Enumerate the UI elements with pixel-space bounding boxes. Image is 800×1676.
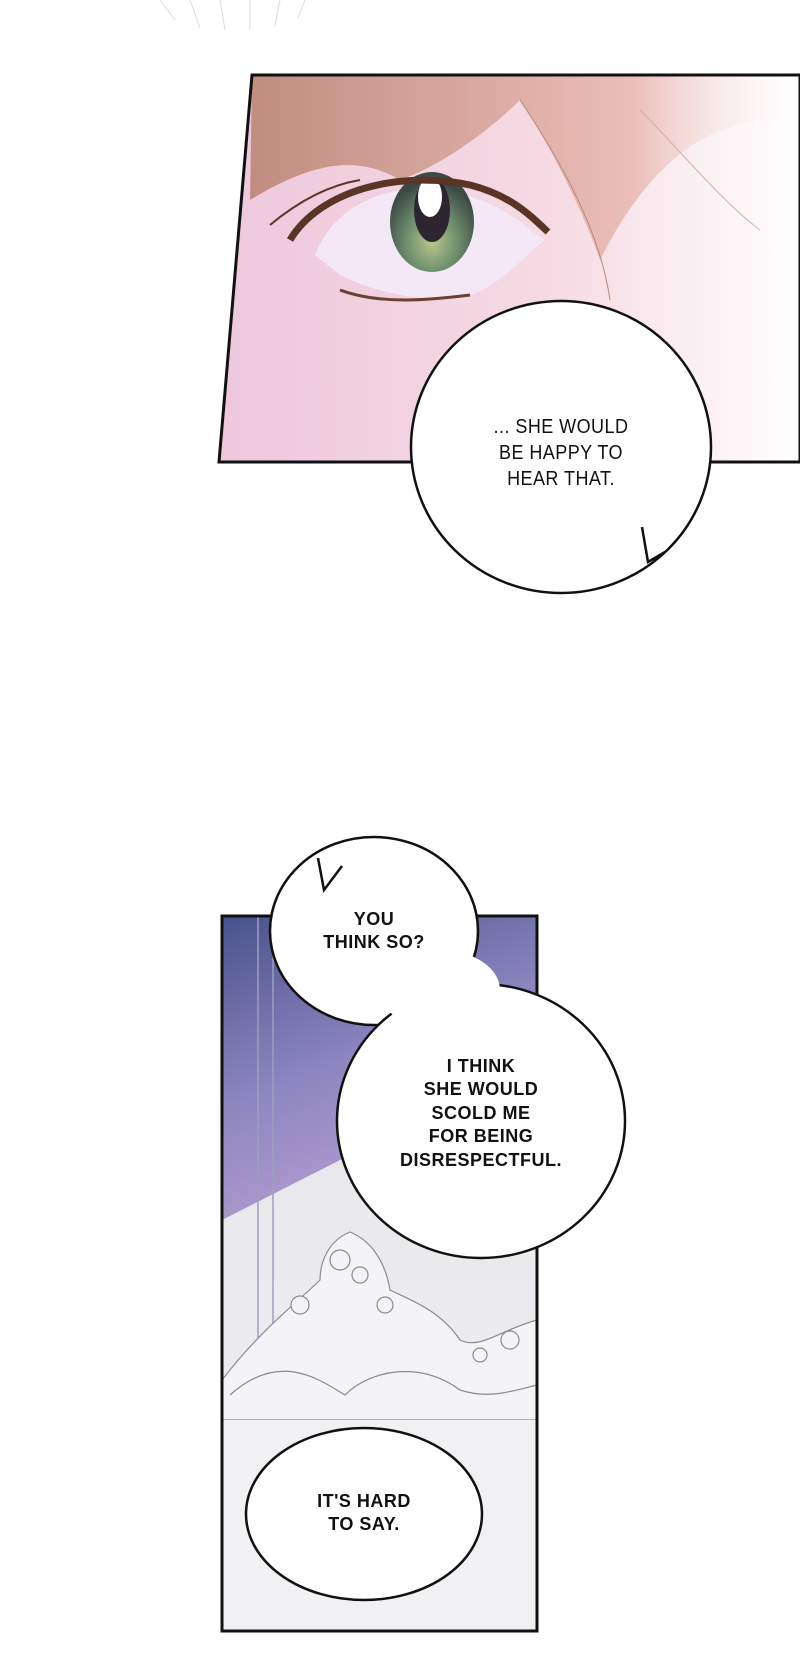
bubble-text-line: THINK SO? bbox=[323, 932, 425, 953]
bubble-text-line: SCOLD ME bbox=[431, 1102, 531, 1123]
bubble-text-line: YOU bbox=[353, 909, 395, 929]
bubble-4-text: IT'S HARD TO SAY. bbox=[294, 1490, 434, 1537]
bubble-text-line: SHE WOULD bbox=[423, 1079, 539, 1100]
top-lash-remnant bbox=[159, 0, 306, 31]
panel-1-border bbox=[217, 73, 800, 464]
bubble-text-line: I THINK bbox=[446, 1056, 516, 1076]
bubble-text-line: TO SAY. bbox=[328, 1514, 400, 1535]
bubble-text-line: FOR BEING bbox=[428, 1126, 534, 1147]
bubble-1-text: ... SHE WOULD BE HAPPY TO HEAR THAT. bbox=[471, 414, 651, 492]
speech-bubble-1 bbox=[409, 299, 713, 595]
bubble-3-text: I THINK SHE WOULD SCOLD ME FOR BEING DIS… bbox=[351, 1055, 611, 1172]
bubble-text-line: IT'S HARD bbox=[317, 1491, 411, 1511]
speech-bubble-4 bbox=[244, 1426, 484, 1602]
bubble-text-line: DISRESPECTFUL. bbox=[399, 1149, 562, 1170]
bubble-2-text: YOU THINK SO? bbox=[294, 908, 454, 955]
bubble-text-line: HEAR THAT. bbox=[507, 468, 615, 490]
bubble-text-line: ... SHE WOULD bbox=[493, 416, 629, 438]
ornate-headboard bbox=[222, 1231, 537, 1421]
bubble-text-line: BE HAPPY TO bbox=[498, 442, 624, 464]
